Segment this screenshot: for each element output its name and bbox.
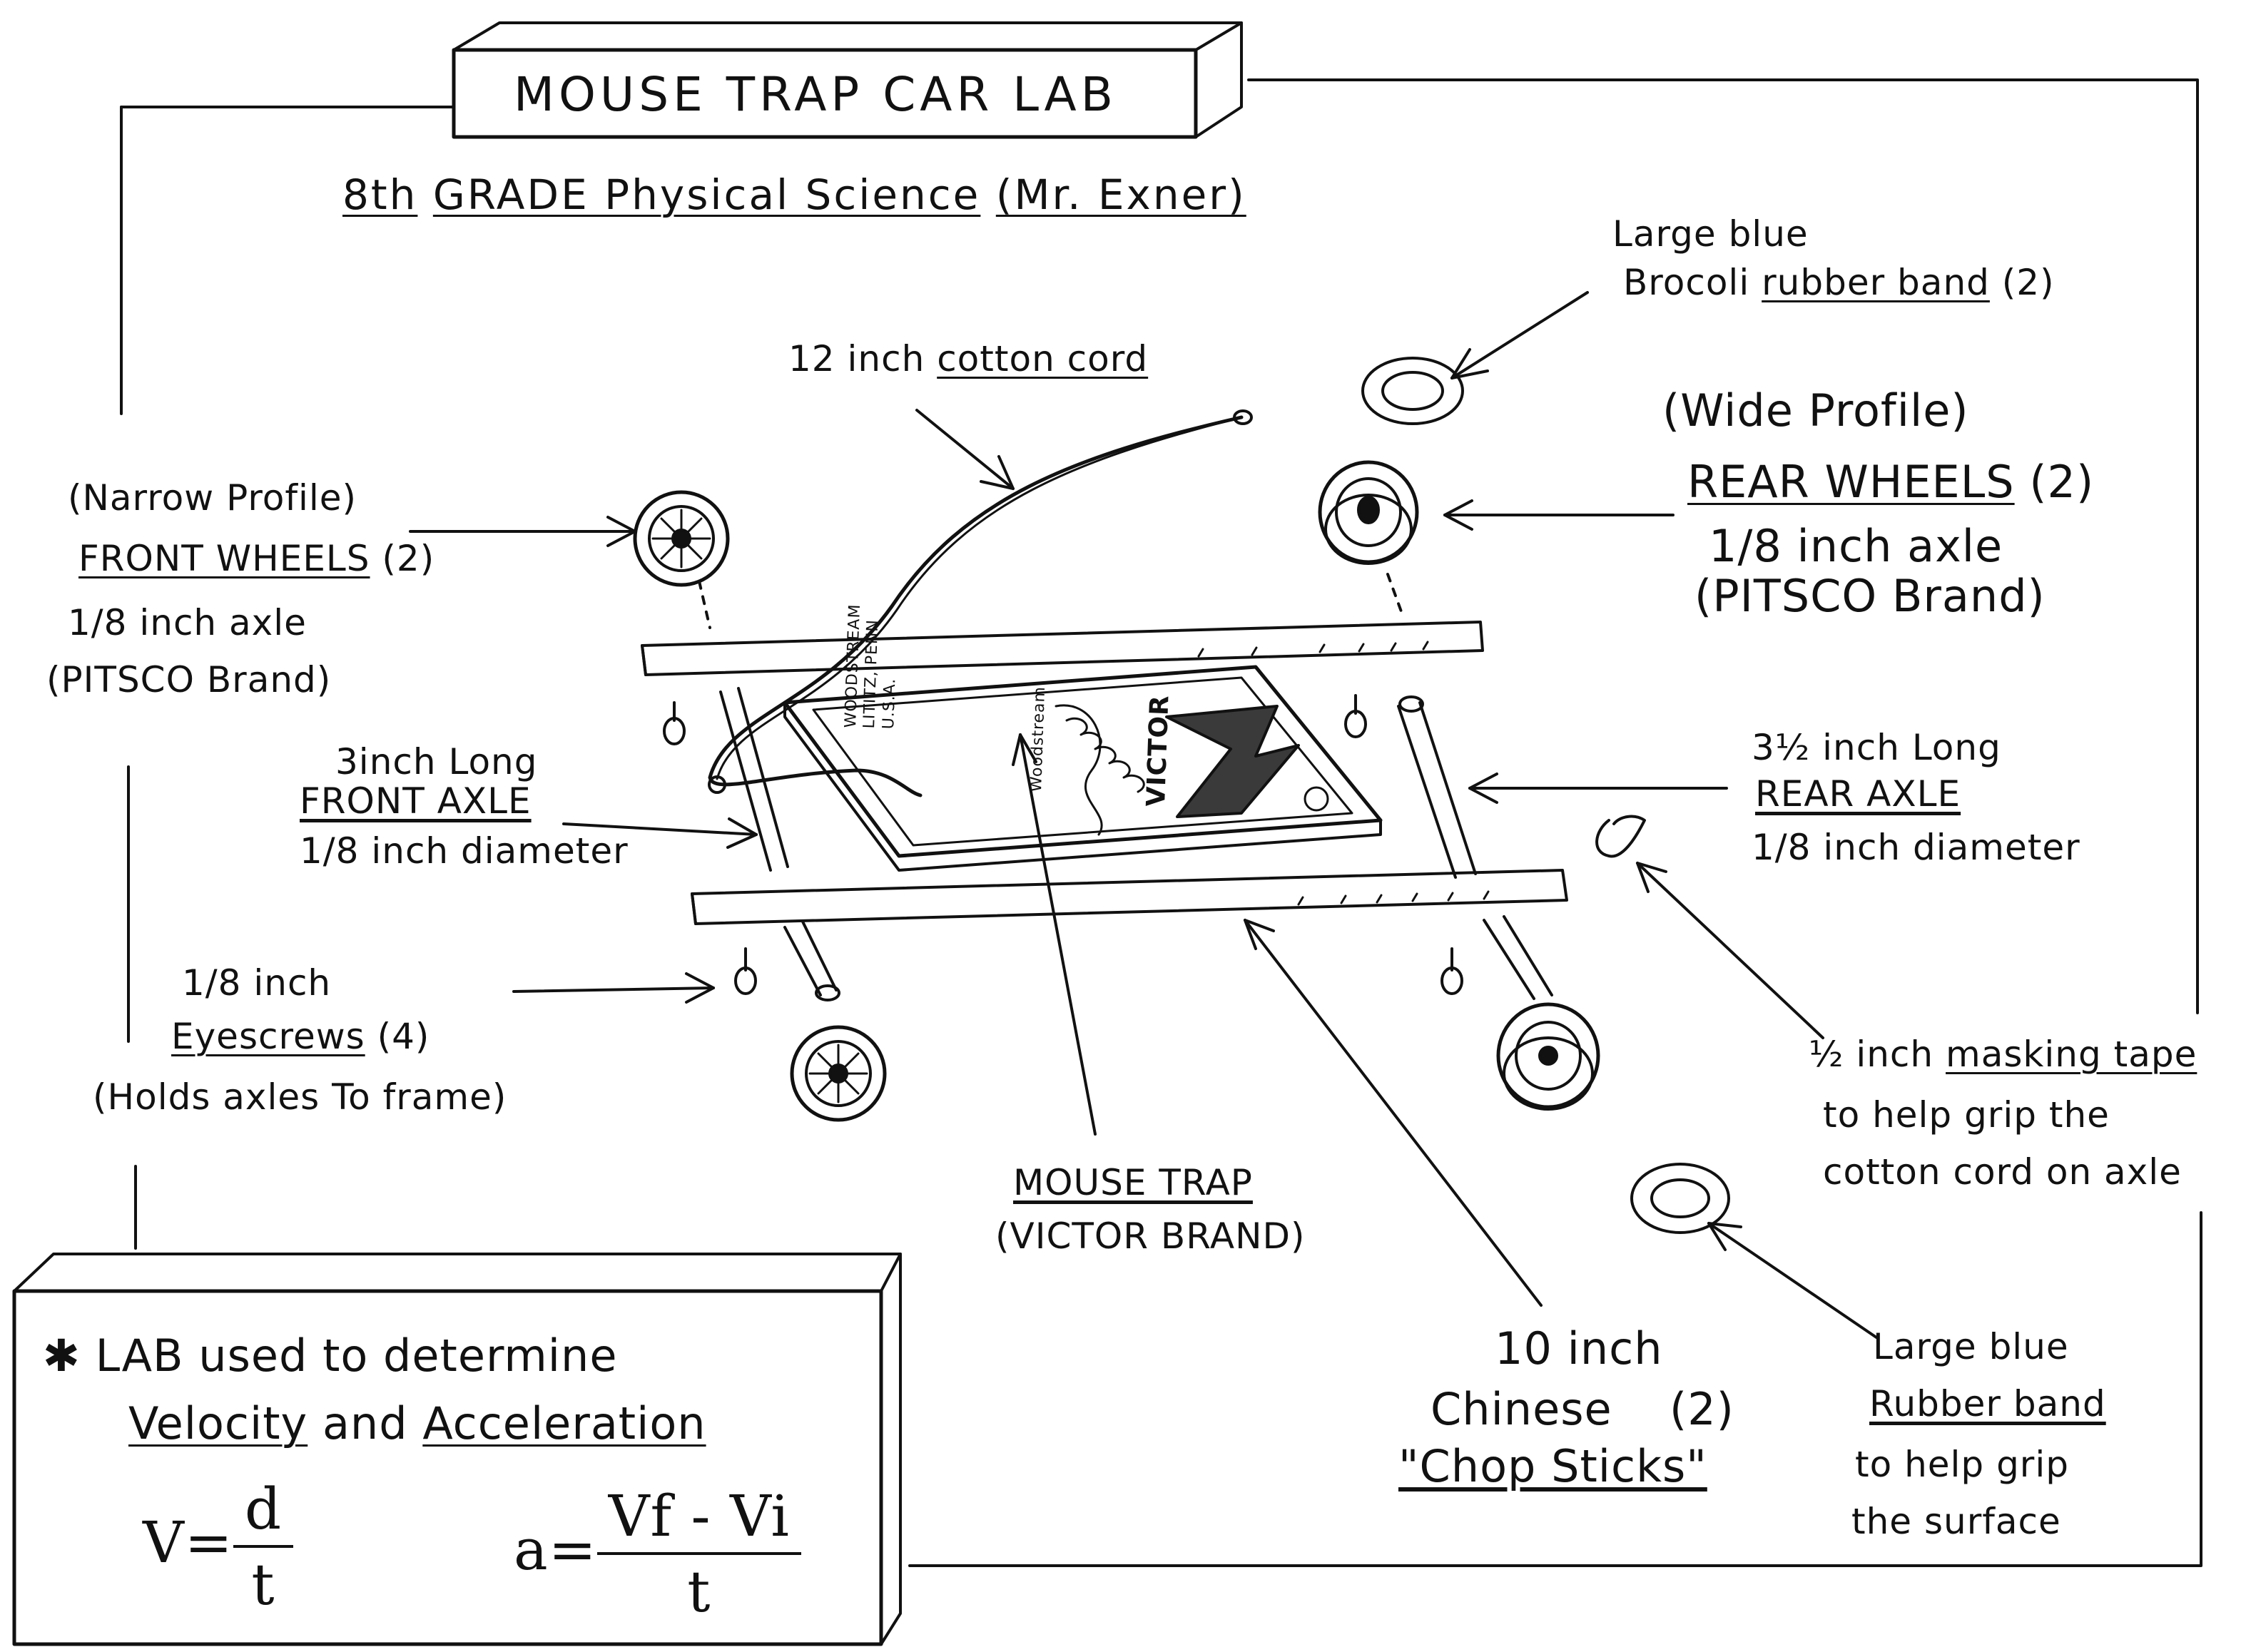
rear-wheel-bottom — [1496, 1002, 1600, 1111]
subtitle-grade: 8th — [342, 170, 418, 219]
page-title: MOUSE TRAP CAR LAB — [514, 67, 1117, 122]
masking-tape-piece — [1595, 815, 1646, 858]
front-wheel-bottom — [790, 1025, 887, 1122]
front-wheels-label-line2: FRONT WHEELS (2) — [78, 538, 435, 579]
chopstick-top — [641, 621, 1484, 676]
chopsticks-label-line2: Chinese — [1431, 1383, 1612, 1435]
masking-tape-label-line3: cotton cord on axle — [1823, 1151, 2182, 1193]
chopsticks-label-line3: (2) — [1670, 1383, 1734, 1435]
front-wheels-label-line3: 1/8 inch axle — [68, 602, 307, 643]
info-box-frame — [12, 1253, 902, 1646]
broccoli-rubber-band — [1361, 357, 1464, 425]
chopstick-bottom — [691, 869, 1568, 925]
broccoli-band-label-line2: Brocoli rubber band (2) — [1623, 262, 2055, 303]
chopsticks-label-line1: 10 inch — [1495, 1322, 1663, 1375]
page-frame — [120, 78, 2202, 1567]
chopsticks-label-line4: "Chop Sticks" — [1398, 1440, 1707, 1492]
rear-wheels-label-line2: REAR WHEELS (2) — [1687, 456, 2095, 508]
eyescrews-label-line1: 1/8 inch — [182, 962, 332, 1004]
rear-wheels-label-line1: (Wide Profile) — [1662, 384, 1969, 437]
rubber-band-label-line2: Rubber band — [1869, 1383, 2106, 1424]
mouse-trap-label-line1: MOUSE TRAP — [1013, 1162, 1253, 1203]
rear-axle-label-line3: 1/8 inch diameter — [1752, 827, 2080, 868]
rear-axle — [1397, 695, 1553, 1000]
masking-tape-label-line2: to help grip the — [1823, 1094, 2110, 1136]
eyescrews-label-line2: Eyescrews (4) — [171, 1016, 430, 1057]
masking-tape-label-line1: ½ inch masking tape — [1809, 1034, 2197, 1075]
trap-maker-text: WOODSTREAM LITITZ, PENN U.S.A. — [842, 603, 900, 730]
info-line1: ✱ LAB used to determine — [43, 1330, 618, 1382]
rear-wheel-top — [1318, 460, 1419, 615]
trap-side-text: Woodstream — [1027, 685, 1050, 792]
rubber-band-label-line1: Large blue — [1873, 1326, 2069, 1367]
rubber-band-label-line4: the surface — [1851, 1501, 2061, 1542]
cotton-cord-label: 12 inch cotton cord — [788, 338, 1149, 379]
pointer-arrows — [409, 291, 1878, 1339]
eyescrew-1 — [663, 701, 686, 745]
broccoli-band-label-line1: Large blue — [1612, 213, 1809, 255]
cotton-cord — [708, 409, 1253, 797]
eyescrew-3 — [734, 947, 757, 995]
rubber-band-label-line3: to help grip — [1855, 1444, 2069, 1485]
page-subtitle: 8th GRADE Physical Science (Mr. Exner) — [342, 171, 1246, 219]
rear-wheels-label-line3: 1/8 inch axle — [1709, 520, 2003, 572]
eyescrew-4 — [1440, 947, 1463, 995]
front-wheels-label-line4: (PITSCO Brand) — [46, 659, 332, 700]
rear-axle-label-line2: REAR AXLE — [1755, 773, 1961, 815]
rear-wheels-label-line4: (PITSCO Brand) — [1694, 570, 2046, 622]
subtitle-course: GRADE Physical Science — [432, 170, 981, 219]
front-axle-label-line3: 1/8 inch diameter — [300, 830, 629, 872]
info-line2: Velocity and Acceleration — [128, 1397, 706, 1449]
trap-brand-text: VICTOR — [1142, 694, 1175, 807]
mouse-trap-body — [783, 665, 1383, 872]
mouse-trap-label-line2: (VICTOR BRAND) — [995, 1215, 1306, 1257]
star-icon: ✱ — [43, 1330, 81, 1382]
front-wheels-label-line1: (Narrow Profile) — [68, 477, 357, 519]
front-wheel-top-left — [633, 490, 730, 629]
rear-axle-label-line1: 3½ inch Long — [1752, 727, 2001, 768]
subtitle-teacher: (Mr. Exner) — [995, 170, 1246, 219]
front-axle-label-line2: FRONT AXLE — [300, 780, 532, 822]
front-axle-label-line1: 3inch Long — [335, 741, 538, 782]
rubber-band-bottom — [1630, 1163, 1730, 1234]
eyescrew-2 — [1344, 694, 1367, 738]
title-box — [452, 21, 1243, 139]
eyescrews-label-line3: (Holds axles To frame) — [93, 1076, 507, 1118]
